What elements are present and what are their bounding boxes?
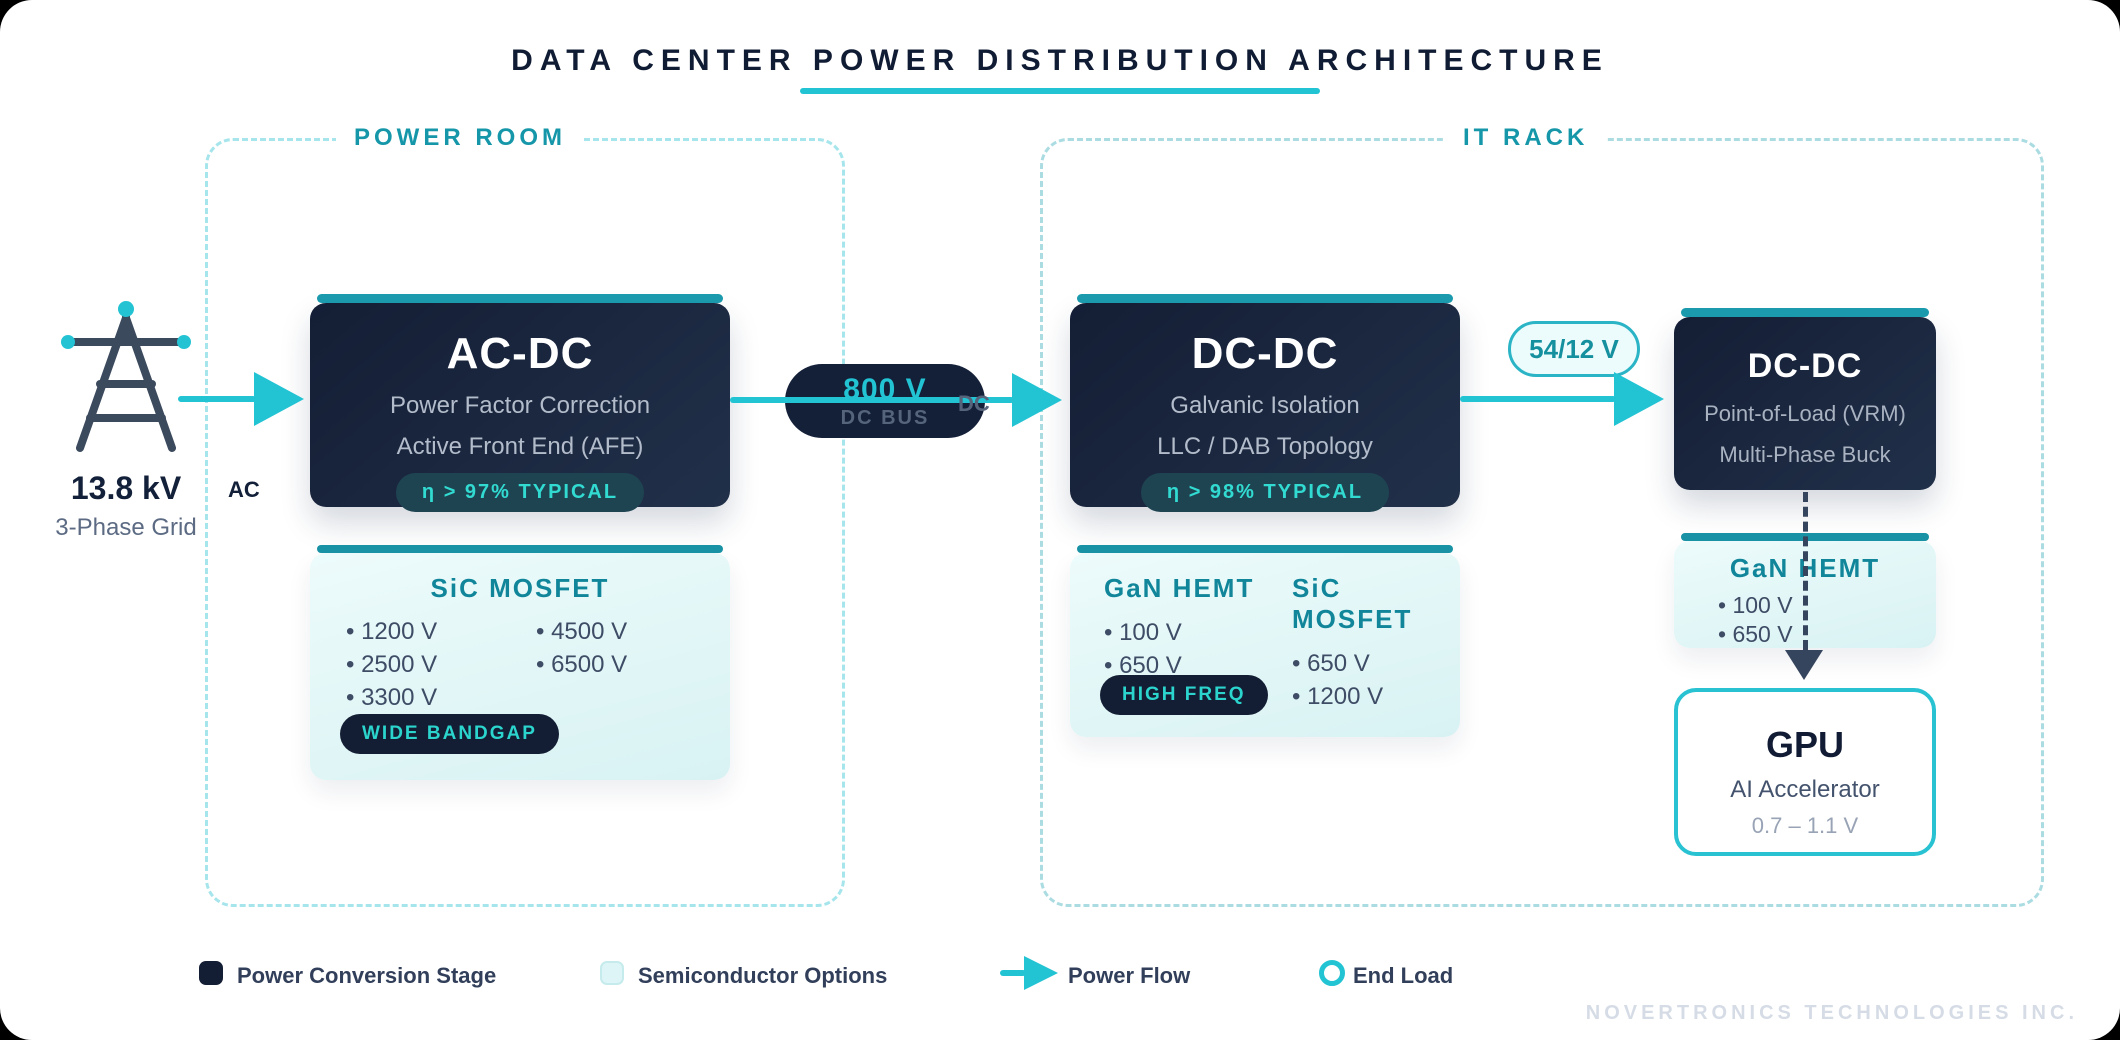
zone-it-rack-label: IT RACK (1445, 124, 1607, 152)
dcdc-iso-sub2: LLC / DAB Topology (1157, 433, 1373, 460)
dcdc-isolation-stage-box: DC-DC Galvanic Isolation LLC / DAB Topol… (1070, 294, 1460, 512)
power-flow-arrow-line (1460, 396, 1616, 402)
company-watermark: NOVERTRONICS TECHNOLOGIES INC. (1585, 1002, 2078, 1024)
dcdc-pol-title: DC-DC (1747, 347, 1863, 385)
dc-line-label: DC (958, 391, 990, 416)
acdc-title: AC-DC (446, 329, 594, 378)
dcdc-pol-stage-box: DC-DC Point-of-Load (VRM) Multi-Phase Bu… (1674, 308, 1936, 490)
grid-voltage: 13.8 kV (70, 470, 182, 506)
voltage-item: 650 V (1718, 620, 1792, 649)
power-flow-arrow-head (1614, 372, 1664, 426)
zone-power-room-label: POWER ROOM (336, 124, 584, 152)
gpu-voltage-range: 0.7 – 1.1 V (1751, 813, 1859, 838)
title-underline (800, 88, 1320, 94)
gpu-subtitle: AI Accelerator (1730, 776, 1880, 803)
wide-bandgap-tag: WIDE BANDGAP (340, 714, 559, 754)
ac-line-label: AC (228, 477, 260, 502)
rail-voltage-pill: 54/12 V (1508, 321, 1640, 377)
drop-dashed-line (1803, 492, 1808, 650)
dcdc-pol-sub1: Point-of-Load (VRM) (1704, 401, 1906, 426)
acdc-stage-box: AC-DC Power Factor Correction Active Fro… (310, 294, 730, 512)
voltage-item: 1200 V (1292, 680, 1460, 713)
voltage-item: 100 V (1104, 616, 1254, 649)
acdc-efficiency-badge: η > 97% TYPICAL (395, 473, 645, 512)
drop-arrow-head (1785, 650, 1823, 680)
gpu-load-box: GPU AI Accelerator 0.7 – 1.1 V (1674, 688, 1936, 856)
rack-semi-options-box: GaN HEMT 100 V 650 V SiC MOSFET 650 V 12… (1070, 545, 1460, 737)
power-flow-arrow-head (1012, 373, 1062, 427)
dc-bus-name: DC BUS (840, 407, 930, 429)
voltage-item: 3300 V (346, 681, 437, 714)
legend-swatch-conversion-stage (199, 961, 223, 985)
legend-label-semiconductor: Semiconductor Options (638, 963, 888, 988)
transmission-tower-icon (61, 301, 191, 452)
acdc-sub2: Active Front End (AFE) (396, 433, 644, 460)
power-flow-arrow-line (730, 397, 1014, 403)
legend-label-end-load: End Load (1353, 963, 1454, 988)
gpu-title: GPU (1765, 724, 1844, 765)
acdc-sub1: Power Factor Correction (389, 392, 651, 419)
legend-power-flow-arrow-head (1024, 956, 1058, 990)
sic-column: SiC MOSFET 650 V 1200 V (1292, 573, 1460, 713)
zone-power-room: POWER ROOM (205, 124, 845, 907)
power-flow-arrow-head (254, 372, 304, 426)
legend-label-power-flow: Power Flow (1068, 963, 1191, 988)
sic-options-box: SiC MOSFET 1200 V 2500 V 3300 V 4500 V 6… (310, 545, 730, 780)
dcdc-pol-sub2: Multi-Phase Buck (1719, 442, 1891, 467)
voltage-item: 4500 V (536, 615, 627, 648)
dcdc-iso-efficiency-badge: η > 98% TYPICAL (1140, 473, 1390, 512)
voltage-item: 1200 V (346, 615, 437, 648)
grid-name: 3-Phase Grid (55, 514, 197, 541)
voltage-item: 650 V (1104, 649, 1254, 682)
sic-voltage-column-a: 1200 V 2500 V 3300 V (346, 615, 437, 714)
legend-power-flow-arrow-line (1000, 970, 1026, 976)
voltage-item: 2500 V (346, 648, 437, 681)
dcdc-iso-sub1: Galvanic Isolation (1170, 392, 1360, 419)
gan-column: GaN HEMT 100 V 650 V (1104, 573, 1254, 682)
voltage-item: 100 V (1718, 591, 1792, 620)
legend-label-conversion-stage: Power Conversion Stage (237, 963, 497, 988)
power-flow-arrow-line (178, 396, 256, 402)
page-title: DATA CENTER POWER DISTRIBUTION ARCHITECT… (511, 44, 1609, 77)
zone-it-rack: IT RACK (1040, 124, 2044, 907)
gan-column-title: GaN HEMT (1104, 573, 1255, 603)
legend-end-load-circle-icon (1319, 960, 1345, 986)
voltage-item: 6500 V (536, 648, 627, 681)
voltage-item: 650 V (1292, 647, 1460, 680)
dcdc-iso-title: DC-DC (1191, 329, 1339, 378)
sic-options-title: SiC MOSFET (430, 573, 610, 603)
sic-voltage-column-b: 4500 V 6500 V (536, 615, 627, 681)
sic-column-title: SiC MOSFET (1292, 573, 1413, 634)
legend-swatch-semiconductor (600, 961, 624, 985)
high-freq-tag: HIGH FREQ (1100, 675, 1268, 715)
